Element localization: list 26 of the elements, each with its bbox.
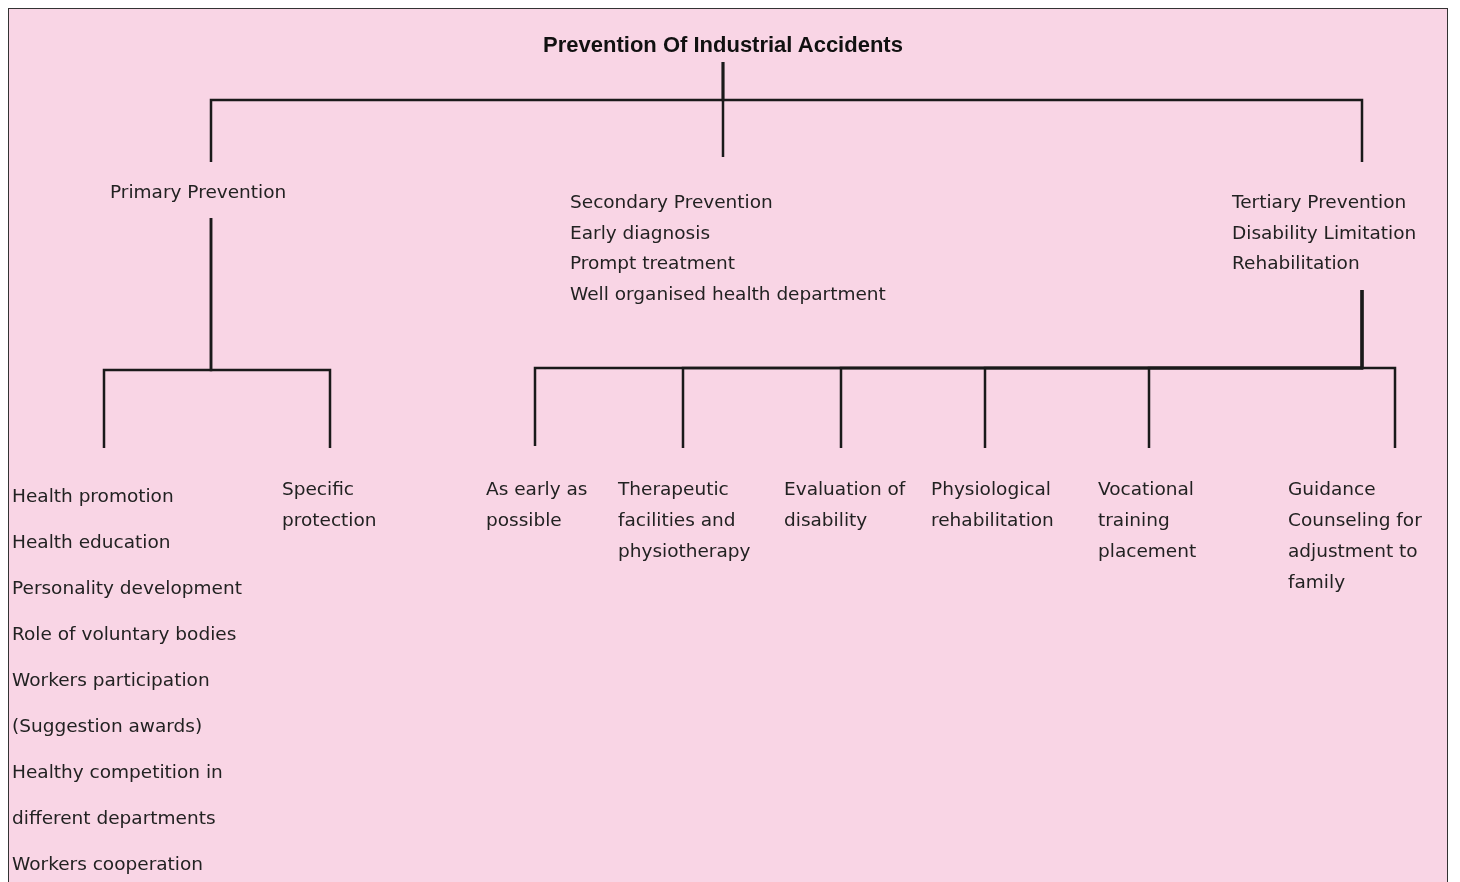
node-text: Healthy competition in different departments xyxy=(12,760,224,830)
node-text: Role of voluntary bodies xyxy=(12,622,238,646)
node-text: Personality development xyxy=(12,576,243,600)
node-text: Physiological rehabilitation xyxy=(931,477,1055,532)
node-text: Health education xyxy=(12,530,172,554)
node-text: Vocational training placement xyxy=(1098,477,1198,563)
node-text: Rehabilitation xyxy=(1232,251,1361,275)
node-text: Health promotion xyxy=(12,484,175,508)
node-text: Early diagnosis xyxy=(570,220,712,245)
node-text: Secondary Prevention xyxy=(570,190,774,214)
node-text: Evaluation of disability xyxy=(784,477,907,532)
node-text: Tertiary Prevention xyxy=(1232,190,1408,214)
node-text: Guidance Counseling for adjustment to family xyxy=(1288,477,1423,594)
node-text: Workers cooperation xyxy=(12,852,204,876)
connector-line xyxy=(209,218,332,448)
node-text: Specific protection xyxy=(282,477,378,532)
connector-line xyxy=(721,62,1364,162)
node-text: Disability Limitation xyxy=(1232,220,1418,245)
node-text: Prompt treatment xyxy=(570,251,737,275)
node-text: Therapeutic facilities and physiotherapy xyxy=(618,477,752,563)
node-text: As early as possible xyxy=(486,477,589,532)
node-text: Primary Prevention xyxy=(110,180,288,204)
node-text: Well organised health department xyxy=(570,281,887,306)
node-text: Workers participation (Suggestion awards) xyxy=(12,668,211,738)
connector-line xyxy=(1360,290,1397,448)
diagram-title: Prevention Of Industrial Accidents xyxy=(542,31,904,59)
